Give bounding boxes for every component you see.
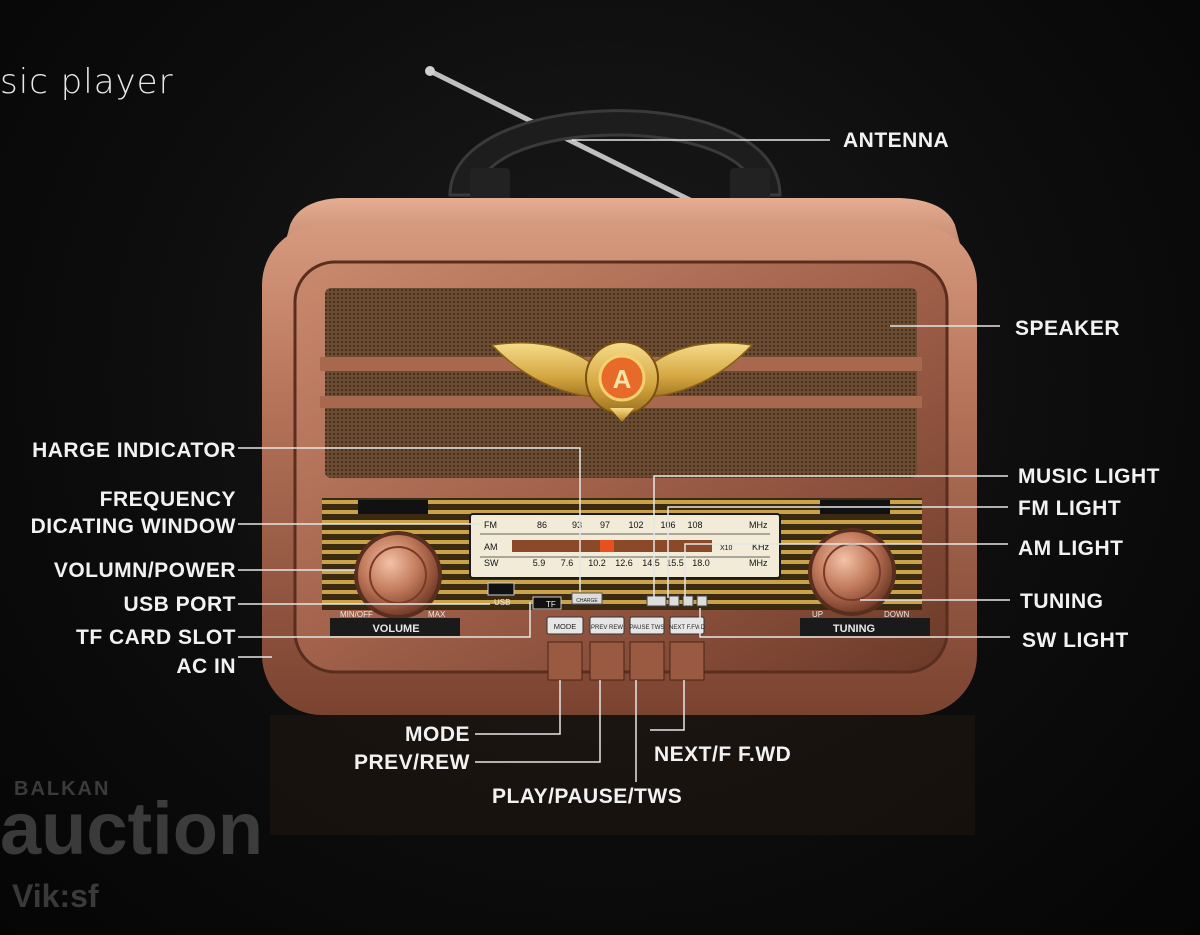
usb-port[interactable] — [487, 582, 515, 596]
usb-label: USB — [494, 598, 510, 607]
callout-mode: MODE — [405, 723, 470, 746]
callout-frequency-2: DICATING WINDOW — [30, 515, 236, 538]
prev-key[interactable] — [589, 641, 625, 681]
watermark-line3: Vik:sf — [12, 878, 99, 914]
sw-tick: 18.0 — [692, 558, 710, 568]
fm-tick: 97 — [600, 520, 610, 530]
callout-frequency-1: FREQUENCY — [99, 488, 236, 511]
watermark-line1: BALKAN — [14, 778, 111, 800]
up-label: UP — [812, 610, 823, 619]
play-pause-button-label: PAUSE TWS — [630, 625, 665, 631]
mode-button[interactable] — [546, 616, 584, 635]
dial-am-multiplier: X10 — [720, 545, 733, 552]
callout-next-ffwd: NEXT/F F.WD — [654, 743, 792, 766]
callout-antenna: ANTENNA — [843, 129, 950, 152]
play-key[interactable] — [629, 641, 665, 681]
callout-speaker: SPEAKER — [1015, 317, 1121, 340]
next-ffwd-button-label: NEXT F.FWD — [669, 625, 706, 631]
dial-fm-label: FM — [484, 520, 497, 530]
charge-indicator — [571, 592, 603, 605]
fm-light — [668, 595, 680, 607]
dial-sw-unit: MHz — [749, 558, 768, 568]
callout-fm-light: FM LIGHT — [1018, 497, 1122, 520]
next-key[interactable] — [669, 641, 705, 681]
callout-tf-card-slot: TF CARD SLOT — [76, 626, 236, 649]
tf-label: TF — [546, 600, 556, 609]
charge-label: CHARGE — [576, 598, 598, 604]
fm-tick: 102 — [628, 520, 643, 530]
dial-fm-unit: MHz — [749, 520, 768, 530]
dial-sw-label: SW — [484, 558, 499, 568]
watermark-line2: auction — [0, 787, 264, 870]
tuning-label: TUNING — [833, 623, 875, 635]
sw-tick: 7.6 — [561, 558, 574, 568]
callout-music-light: MUSIC LIGHT — [1018, 465, 1160, 488]
min-label: MIN/OFF — [340, 610, 373, 619]
winged-logo — [490, 341, 754, 422]
music-light — [646, 595, 667, 607]
callout-am-light: AM LIGHT — [1018, 537, 1124, 560]
mode-key[interactable] — [547, 641, 583, 681]
next-ffwd-button[interactable] — [669, 616, 705, 635]
volume-label: VOLUME — [372, 623, 419, 635]
sw-tick: 10.2 — [588, 558, 606, 568]
prev-rew-button[interactable] — [589, 616, 625, 635]
dial-am-label: AM — [484, 542, 498, 552]
fm-tick: 108 — [687, 520, 702, 530]
callout-usb-port: USB PORT — [123, 593, 236, 616]
dial-am-unit: KHz — [752, 542, 770, 552]
logo-letter: A — [613, 364, 632, 394]
callout-play-pause: PLAY/PAUSE/TWS — [492, 785, 683, 808]
sw-tick: 14.5 — [642, 558, 660, 568]
callout-sw-light: SW LIGHT — [1022, 629, 1129, 652]
sw-tick: 15.5 — [666, 558, 684, 568]
callout-ac-in: AC IN — [176, 655, 236, 678]
callout-charge-indicator: HARGE INDICATOR — [32, 439, 236, 462]
handle — [448, 109, 782, 197]
sw-tick: 12.6 — [615, 558, 633, 568]
max-label: MAX — [428, 610, 446, 619]
am-light — [682, 595, 694, 607]
callout-tuning: TUNING — [1020, 590, 1104, 613]
sw-tick: 5.9 — [533, 558, 546, 568]
callout-prev-rew: PREV/REW — [353, 751, 470, 774]
play-pause-button[interactable] — [629, 616, 665, 635]
fm-tick: 86 — [537, 520, 547, 530]
sw-light — [696, 595, 708, 607]
prev-rew-button-label: PREV REW — [591, 625, 623, 631]
down-label: DOWN — [884, 610, 910, 619]
fm-tick: 93 — [572, 520, 582, 530]
subtitle: sic player — [0, 62, 174, 102]
mode-button-label: MODE — [554, 622, 577, 631]
callout-volume-power: VOLUMN/POWER — [53, 559, 236, 582]
tf-card-slot[interactable] — [532, 596, 562, 610]
